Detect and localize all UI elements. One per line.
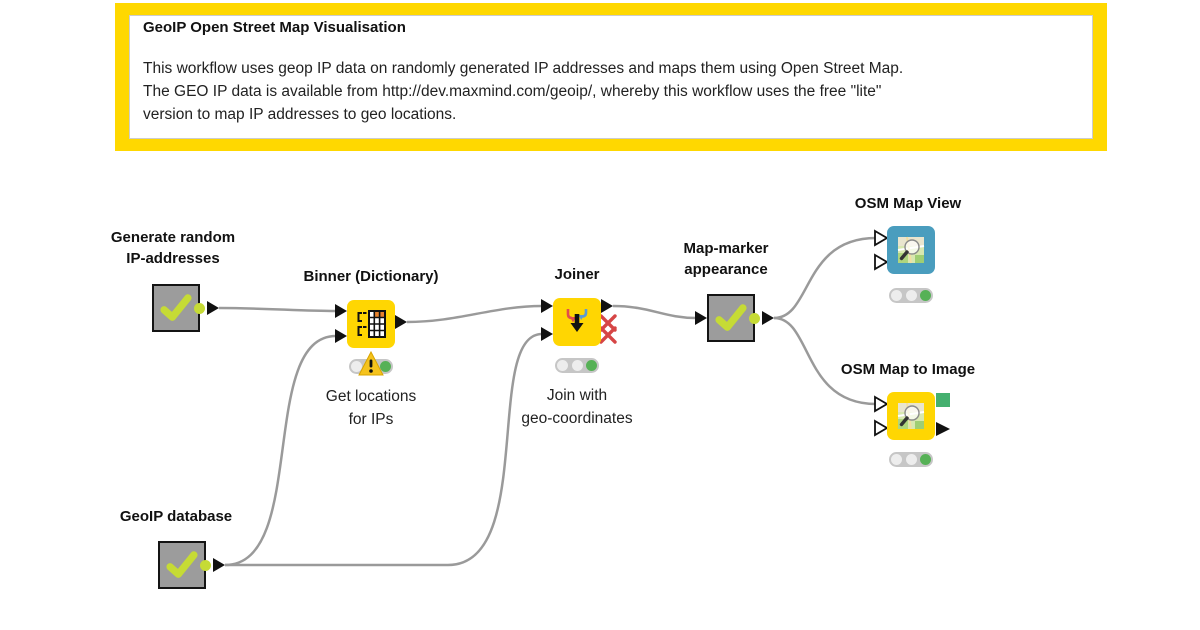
inactive-port-x-icon (599, 314, 617, 344)
caption-line: geo-coordinates (521, 410, 633, 427)
annotation-title: GeoIP Open Street Map Visualisation (143, 19, 406, 36)
node-label-joiner: Joiner (554, 264, 599, 285)
label-line: appearance (684, 261, 768, 278)
light-yellow-off (571, 360, 583, 371)
label-line: GeoIP database (119, 508, 233, 525)
input-port-binner-1[interactable] (335, 304, 347, 318)
node-mapmarker-appearance[interactable] (707, 294, 760, 342)
node-geoip-database[interactable] (158, 541, 211, 589)
label-line: Binner (Dictionary) (303, 268, 439, 285)
output-port-joiner[interactable] (601, 299, 613, 313)
checkmark-icon (715, 304, 747, 331)
node-joiner[interactable] (553, 298, 601, 346)
caption-line: Get locations (325, 388, 417, 405)
connection-binner-to-joiner[interactable] (406, 304, 543, 324)
input-port-binner-2[interactable] (335, 329, 347, 343)
workflow-annotation-body: GeoIP Open Street Map Visualisation This… (129, 15, 1093, 139)
node-label-geoip: GeoIP database (120, 506, 232, 527)
input-port-osmview-1[interactable] (874, 229, 889, 247)
light-red-off (891, 290, 902, 301)
connection-geoip-to-binner[interactable] (224, 334, 337, 567)
light-red-off (557, 360, 568, 371)
connection-mapmarker-to-osmview[interactable] (773, 236, 877, 320)
light-green-on (380, 361, 391, 372)
node-osm-map-view[interactable] (887, 226, 935, 274)
light-red-off (891, 454, 902, 465)
node-label-generate-random-ip: Generate random IP-addresses (111, 227, 235, 269)
merge-arrows-icon (566, 309, 588, 332)
input-port-osmimage-1[interactable] (874, 395, 889, 413)
label-line: Joiner (554, 266, 600, 283)
input-port-joiner-1[interactable] (541, 299, 553, 313)
light-yellow-off (905, 290, 917, 301)
map-magnifier-icon (897, 402, 925, 430)
output-port-binner[interactable] (395, 315, 407, 329)
node-label-osmview: OSM Map View (855, 193, 961, 214)
annotation-text-line: The GEO IP data is available from http:/… (143, 83, 882, 100)
node-label-binner: Binner (Dictionary) (303, 266, 438, 287)
output-port-geoip[interactable] (213, 558, 225, 572)
annotation-text-line: This workflow uses geop IP data on rando… (143, 60, 904, 77)
node-caption-joiner: Join with geo-coordinates (521, 384, 632, 430)
node-label-mapmarker: Map-marker appearance (683, 238, 768, 280)
caption-line: Join with (546, 387, 608, 404)
output-port-mapmarker[interactable] (762, 311, 774, 325)
image-output-port-osmimage[interactable] (936, 393, 950, 407)
workflow-annotation[interactable]: GeoIP Open Street Map Visualisation This… (115, 3, 1107, 151)
node-binner-dictionary[interactable] (347, 300, 395, 348)
input-port-osmimage-2[interactable] (874, 419, 889, 437)
node-generate-random-ip[interactable] (152, 284, 205, 332)
node-osm-map-to-image[interactable] (887, 392, 935, 440)
node-label-osmimage: OSM Map to Image (841, 359, 975, 380)
input-port-mapmarker[interactable] (695, 311, 707, 325)
label-line: OSM Map View (854, 195, 962, 212)
connection-geoip-to-joiner[interactable] (225, 332, 543, 567)
traffic-light-osmview (889, 288, 933, 303)
label-line: Map-marker (683, 240, 769, 257)
connection-generate-to-binner[interactable] (218, 306, 337, 313)
input-port-osmview-2[interactable] (874, 253, 889, 271)
light-red-off (351, 361, 362, 372)
light-green-on (920, 454, 931, 465)
checkmark-icon (166, 551, 198, 578)
label-line: Generate random (110, 229, 236, 246)
light-green-on (586, 360, 597, 371)
input-port-joiner-2[interactable] (541, 327, 553, 341)
map-magnifier-icon (897, 236, 925, 264)
node-caption-binner: Get locations for IPs (326, 385, 416, 431)
warning-icon (358, 350, 384, 376)
connection-mapmarker-to-osmimage[interactable] (773, 316, 877, 406)
dictionary-table-icon (357, 310, 386, 338)
connection-joiner-to-mapmarker[interactable] (612, 304, 697, 320)
light-green-on (920, 290, 931, 301)
status-dot-icon (749, 312, 760, 324)
status-dot-icon (194, 302, 205, 314)
checkmark-icon (160, 294, 192, 321)
annotation-text-line: version to map IP addresses to geo locat… (143, 106, 457, 123)
status-dot-icon (200, 559, 211, 571)
output-port-osmimage[interactable] (936, 422, 950, 436)
output-port-generate[interactable] (207, 301, 219, 315)
caption-line: for IPs (348, 411, 394, 428)
traffic-light-osmimage (889, 452, 933, 467)
label-line: OSM Map to Image (840, 361, 976, 378)
light-yellow-off (905, 454, 917, 465)
traffic-light-joiner (555, 358, 599, 373)
label-line: IP-addresses (126, 250, 220, 267)
